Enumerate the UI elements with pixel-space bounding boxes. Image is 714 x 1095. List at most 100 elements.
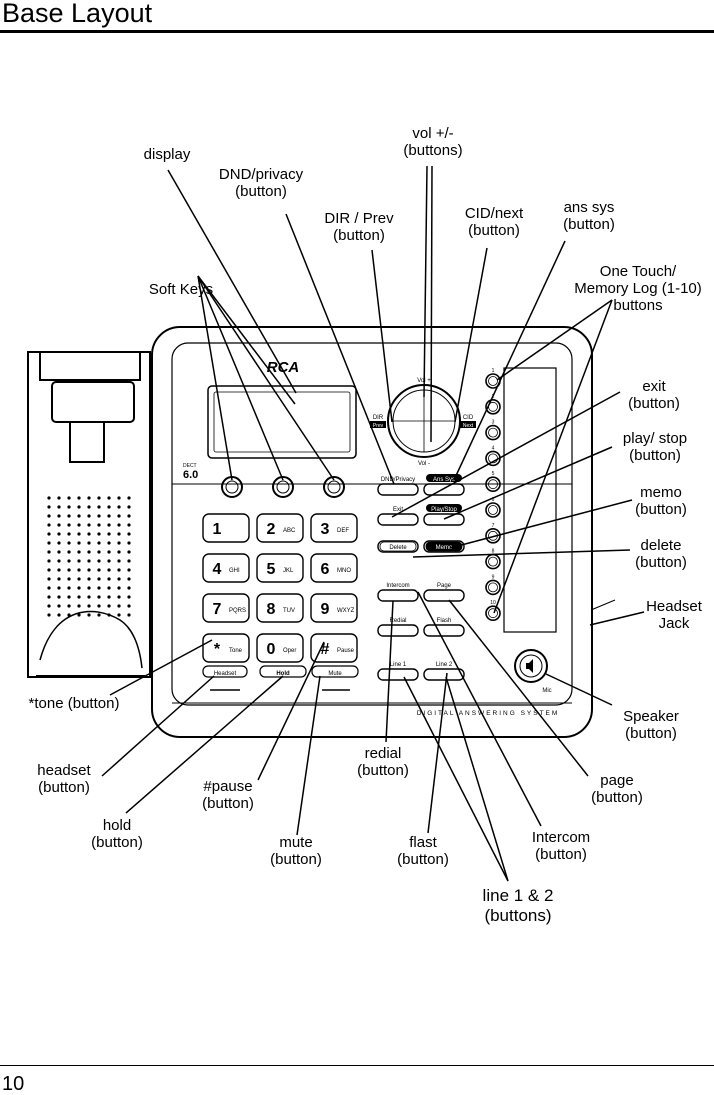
grille-dot — [97, 613, 101, 617]
system-label: DIGITAL ANSWERING SYSTEM — [417, 710, 560, 717]
grille-dot — [77, 523, 81, 527]
memory-button-3[interactable]: 3 — [485, 420, 501, 441]
grille-dot — [127, 577, 131, 581]
dnd-privacy-button[interactable]: DND/Privacy — [377, 477, 419, 496]
grille-dot — [97, 505, 101, 509]
grille-dot — [47, 532, 51, 536]
grille-dot — [67, 559, 71, 563]
callout-tone: *tone (button) — [28, 695, 120, 712]
prev-badge — [370, 421, 386, 428]
grille-dot — [47, 541, 51, 545]
key-digit: 4 — [213, 561, 222, 578]
callout-flast: flast(button) — [397, 834, 449, 868]
key-digit: # — [321, 641, 330, 658]
brand-logo: RCA — [267, 359, 300, 376]
memory-button-10[interactable]: 10 — [485, 600, 501, 622]
ans-sys-button[interactable]: Ans Sys — [423, 474, 465, 496]
memory-index-card — [503, 367, 557, 633]
memory-button-9[interactable]: 9 — [485, 574, 501, 596]
prev-label: Prev — [373, 423, 384, 429]
line2-button[interactable]: Line 2 — [423, 662, 465, 681]
key-4[interactable]: 4 GHI — [202, 553, 250, 583]
grille-dot — [47, 559, 51, 563]
grille-dot — [87, 550, 91, 554]
memory-number: 9 — [492, 574, 495, 580]
callout-memo: memo(button) — [635, 484, 687, 518]
grille-dot — [87, 541, 91, 545]
grille-dot — [67, 595, 71, 599]
page-button[interactable]: Page — [423, 583, 465, 602]
key-letters: DEF — [337, 528, 349, 534]
grille-dot — [107, 559, 111, 563]
grille-dot — [67, 568, 71, 572]
grille-dot — [117, 613, 121, 617]
exit-label: Exit — [393, 507, 403, 513]
flash-button[interactable]: Flash — [423, 618, 465, 637]
memo-button[interactable]: Memo — [423, 540, 465, 553]
grille-dot — [77, 532, 81, 536]
memory-button-5[interactable]: 5 — [485, 471, 501, 493]
grille-dot — [127, 532, 131, 536]
grille-dot — [47, 568, 51, 572]
callout-soft-keys: Soft Keys — [148, 281, 214, 298]
key-letters: GHI — [229, 568, 240, 574]
callout-exit: exit(button) — [628, 378, 680, 412]
memory-button-6[interactable]: 6 — [485, 497, 501, 518]
grille-dot — [57, 604, 61, 608]
grille-dot — [117, 559, 121, 563]
callout-display: display — [143, 146, 191, 163]
grille-dot — [117, 523, 121, 527]
grille-dot — [117, 577, 121, 581]
leader-lines — [101, 165, 645, 882]
grille-dot — [117, 568, 121, 572]
redial-button[interactable]: Redial — [377, 618, 419, 637]
grille-dot — [107, 586, 111, 590]
soft-keys — [221, 476, 345, 498]
delete-button[interactable]: Delete — [377, 540, 419, 553]
intercom-button[interactable]: Intercom — [377, 583, 419, 602]
headset-button[interactable] — [202, 665, 248, 691]
play-stop-button[interactable]: Play/Stop — [423, 504, 465, 526]
speaker-button[interactable] — [514, 649, 548, 683]
key-1[interactable]: 1 — [202, 513, 250, 543]
lcd-display — [207, 385, 357, 459]
grille-dot — [67, 577, 71, 581]
grille-dot — [127, 568, 131, 572]
grille-dot — [127, 541, 131, 545]
key-star[interactable]: *Tone — [202, 633, 250, 663]
soft-key-3[interactable] — [323, 476, 345, 498]
key-digit: 6 — [321, 561, 330, 578]
memory-number: 8 — [492, 549, 495, 555]
grille-dot — [107, 496, 111, 500]
vol-down-label: Vol - — [418, 461, 430, 467]
grille-dot — [97, 586, 101, 590]
grille-dot — [97, 550, 101, 554]
mute-button[interactable] — [311, 665, 359, 691]
grille-dot — [57, 541, 61, 545]
memory-number: 3 — [492, 420, 495, 426]
memory-button-7[interactable]: 7 — [485, 523, 501, 544]
key-pound[interactable]: # Pause — [310, 633, 358, 663]
soft-key-2[interactable] — [272, 476, 294, 498]
line1-button[interactable]: Line 1 — [377, 662, 419, 681]
key-letters: Pause — [337, 648, 355, 654]
callout-vol: vol +/-(buttons) — [403, 125, 463, 159]
grille-dot — [87, 532, 91, 536]
grille-dot — [107, 541, 111, 545]
memory-button-8[interactable]: 8 — [485, 549, 501, 570]
exit-button[interactable]: Exit — [377, 507, 419, 526]
key-letters: PQRS — [229, 608, 246, 614]
grille-dot — [107, 568, 111, 572]
grille-dot — [77, 505, 81, 509]
hold-button[interactable] — [259, 665, 307, 678]
